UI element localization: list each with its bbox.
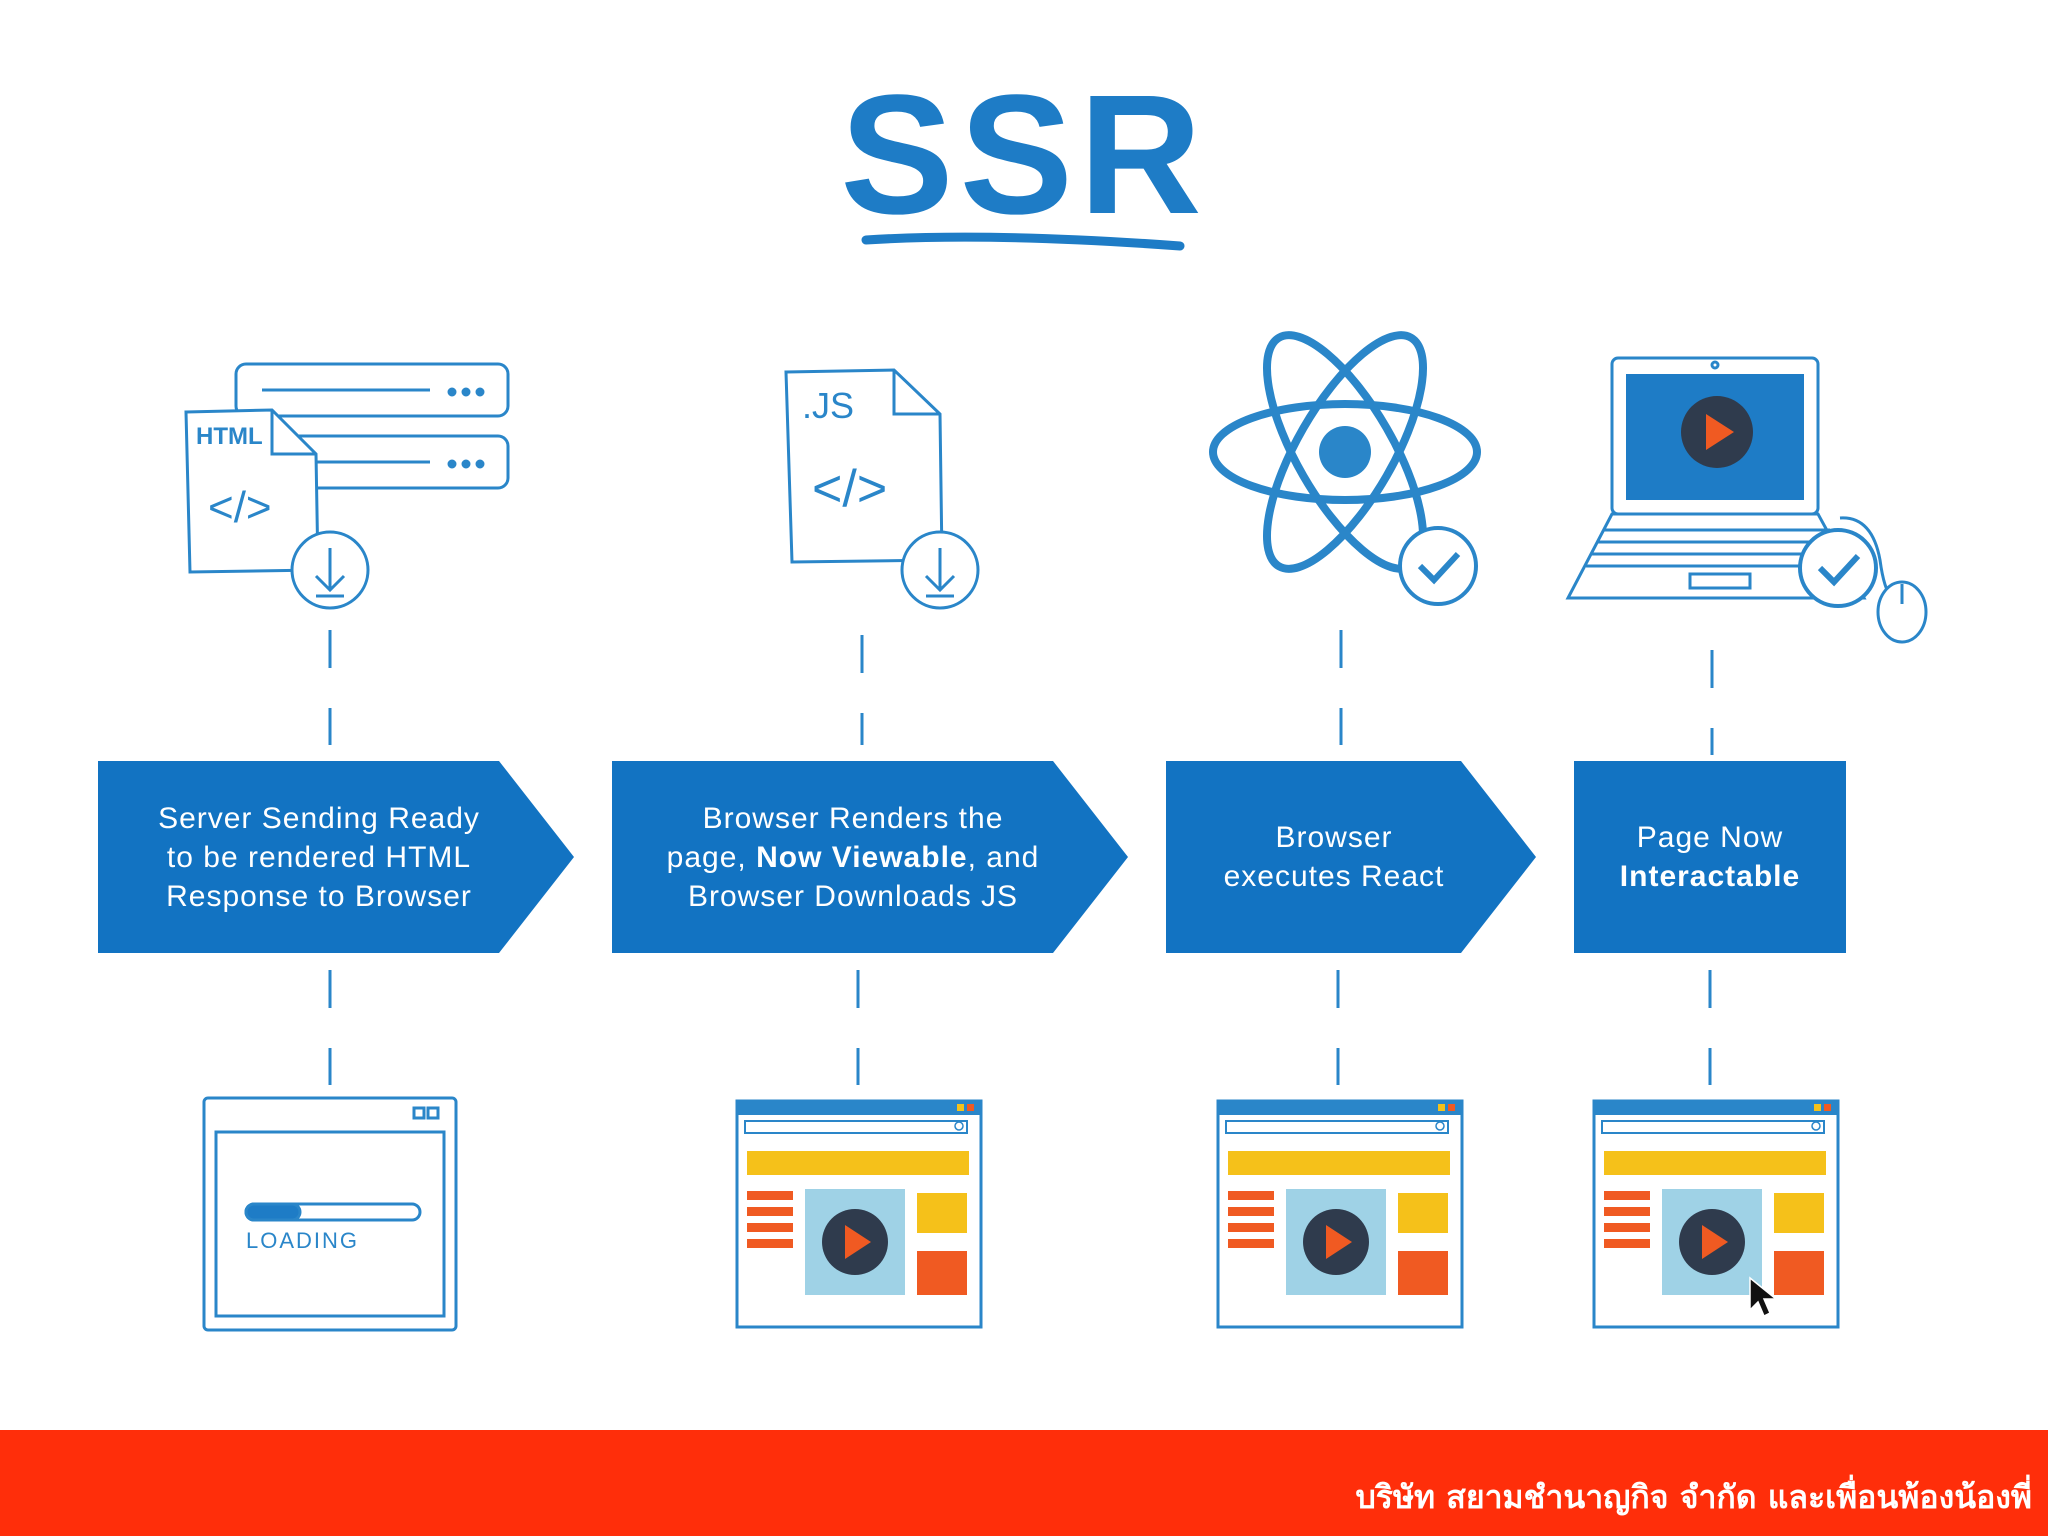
step2-line1: Browser Renders the xyxy=(702,801,1004,835)
step2-line2-pre: page, xyxy=(666,840,757,874)
step3-line1: Browser xyxy=(1275,821,1393,854)
laptop-icon xyxy=(1565,356,1928,644)
step-page-interactable: Page Now Interactable xyxy=(1574,761,1846,953)
step1-line1: Server Sending Ready xyxy=(158,801,480,835)
server-html-icon xyxy=(184,362,510,610)
step4-line1: Page Now xyxy=(1636,821,1784,854)
js-file-label: .JS xyxy=(802,385,854,426)
page-title: SSR xyxy=(840,60,1208,250)
step2-now-viewable: Now Viewable xyxy=(756,840,968,874)
step-browser-executes-react: Browser executes React xyxy=(1166,761,1536,953)
step4-interactable: Interactable xyxy=(1619,860,1801,893)
step2-line2: page, Now Viewable, and xyxy=(667,838,1040,877)
step1-line3: Response to Browser xyxy=(166,879,472,913)
loading-window-icon xyxy=(202,1096,458,1332)
js-file-icon xyxy=(784,368,980,610)
footer-bar: บริษัท สยามชำนาญกิจ จำกัด และเพื่อนพ้องน… xyxy=(0,1430,2048,1536)
step3-line2: executes React xyxy=(1223,860,1445,893)
step-server-sending: Server Sending Ready to be rendered HTML… xyxy=(98,761,574,953)
step2-line3: Browser Downloads JS xyxy=(687,879,1019,913)
browser-page-icon xyxy=(1592,1099,1840,1329)
step1-line2: to be rendered HTML xyxy=(166,840,472,874)
loading-label: LOADING xyxy=(246,1228,359,1253)
react-atom-icon xyxy=(1209,331,1481,606)
js-code-glyph: </> xyxy=(812,460,887,518)
step-browser-renders: Browser Renders the page, Now Viewable, … xyxy=(612,761,1128,953)
browser-page-icon xyxy=(1216,1099,1464,1329)
browser-page-icon xyxy=(735,1099,983,1329)
footer-company-text: บริษัท สยามชำนาญกิจ จำกัด และเพื่อนพ้องน… xyxy=(1355,1478,2032,1516)
html-file-label: HTML xyxy=(196,423,263,450)
step2-line2-post: , and xyxy=(967,840,1040,874)
mouse-cursor-icon xyxy=(1749,1276,1779,1318)
html-code-glyph: </> xyxy=(208,483,272,532)
